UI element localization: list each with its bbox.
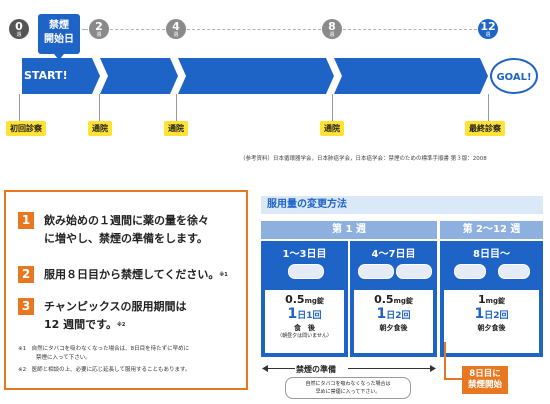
visit-connector (488, 94, 489, 121)
start-label: START! (24, 69, 68, 82)
timeline-dash-line (110, 29, 165, 30)
quit-connector (444, 378, 462, 380)
period-label: 4～7日目 (371, 249, 416, 260)
tablet-icon (454, 264, 486, 279)
tablet-icon (358, 264, 394, 279)
tablet-icon (498, 264, 530, 279)
dose-box: 1mg錠 1日2回 朝夕食後 (444, 290, 539, 353)
dose-box: 0.5mg錠 1日1回 食 後 （朝昼夕は問いません） (265, 290, 344, 353)
visit-connector (99, 94, 100, 121)
reference-note: （参考資料）日本循環器学会，日本肺癌学会，日本癌学会：禁煙のための標準手順書 第… (240, 156, 487, 162)
prep-arrow-right (348, 368, 432, 369)
period-label: 1～3日目 (282, 249, 327, 260)
dose-box: 0.5mg錠 1日2回 朝夕食後 (354, 290, 433, 353)
tablet-icon (396, 264, 432, 279)
instruction-text: 服用８日目から禁煙してください。※1 (44, 268, 228, 281)
dosage-title: 服用量の変更方法 (261, 196, 543, 214)
quit-day-8-tag: 8日目に禁煙開始 (462, 366, 508, 394)
step-number: 3 (18, 298, 34, 315)
visit-connector (176, 94, 177, 121)
quit-start-day-tag: 禁煙開始日 (38, 14, 80, 60)
visit-label-week4: 通院 (164, 121, 188, 136)
prep-arrow-left (265, 368, 295, 369)
quit-connector (444, 342, 446, 380)
visit-label-week2: 通院 (88, 121, 112, 136)
prep-label: 禁煙の準備 (296, 365, 336, 374)
dosage-column-day1-3: 1～3日目 0.5mg錠 1日1回 食 後 （朝昼夕は問いません） (261, 241, 348, 357)
step-number: 1 (18, 212, 34, 229)
timeline-dash-line (343, 29, 477, 30)
footnote-1: ※1 自然にタバコを吸わなくなった場合は、8日目を待たずに早めに 禁煙に入って下… (18, 346, 190, 361)
prep-note: 自然にタバコを吸わなくなった場合は早めに禁煙に入って下さい。 (285, 377, 411, 399)
arrow-left-head (262, 365, 268, 372)
instructions-box: 1 飲み始めの１週間に薬の量を徐々 に増やし、禁煙の準備をします。 2 服用８日… (4, 190, 248, 390)
arrow-segment-4 (334, 58, 488, 94)
dosage-column-day4-7: 4～7日目 0.5mg錠 1日2回 朝夕食後 (350, 241, 437, 357)
week-1-header: 第 1 週 (261, 221, 437, 239)
visit-label-first: 初回診察 (6, 121, 46, 136)
timeline-dash-line (82, 29, 88, 30)
arrow-right-head (430, 365, 436, 372)
arrow-segment-2 (100, 58, 178, 94)
arrow-segment-1 (22, 58, 100, 94)
dosage-column-day8-plus: 8日目～ 1mg錠 1日2回 朝夕食後 (440, 241, 543, 357)
visit-connector (332, 94, 333, 121)
instruction-text: 飲み始めの１週間に薬の量を徐々 に増やし、禁煙の準備をします。 (44, 214, 209, 245)
timeline-dash-line (187, 29, 321, 30)
period-label: 8日目～ (473, 249, 510, 260)
footnote-2: ※2 医師と相談の上、必要に応じ延長して服用することもあります。 (18, 367, 191, 373)
visit-label-final: 最終診察 (465, 121, 505, 136)
week-2-12-header: 第 2～12 週 (440, 221, 543, 239)
timeline-arrow-bar (22, 58, 488, 94)
visit-label-week8: 通院 (320, 121, 344, 136)
arrow-segment-3 (178, 58, 334, 94)
goal-label: GOAL! (490, 58, 538, 94)
tablet-icon (288, 264, 324, 279)
instruction-text: チャンピックスの服用期間は 12 週間です。※2 (44, 300, 187, 331)
step-number: 2 (18, 266, 34, 283)
visit-connector (19, 94, 20, 121)
